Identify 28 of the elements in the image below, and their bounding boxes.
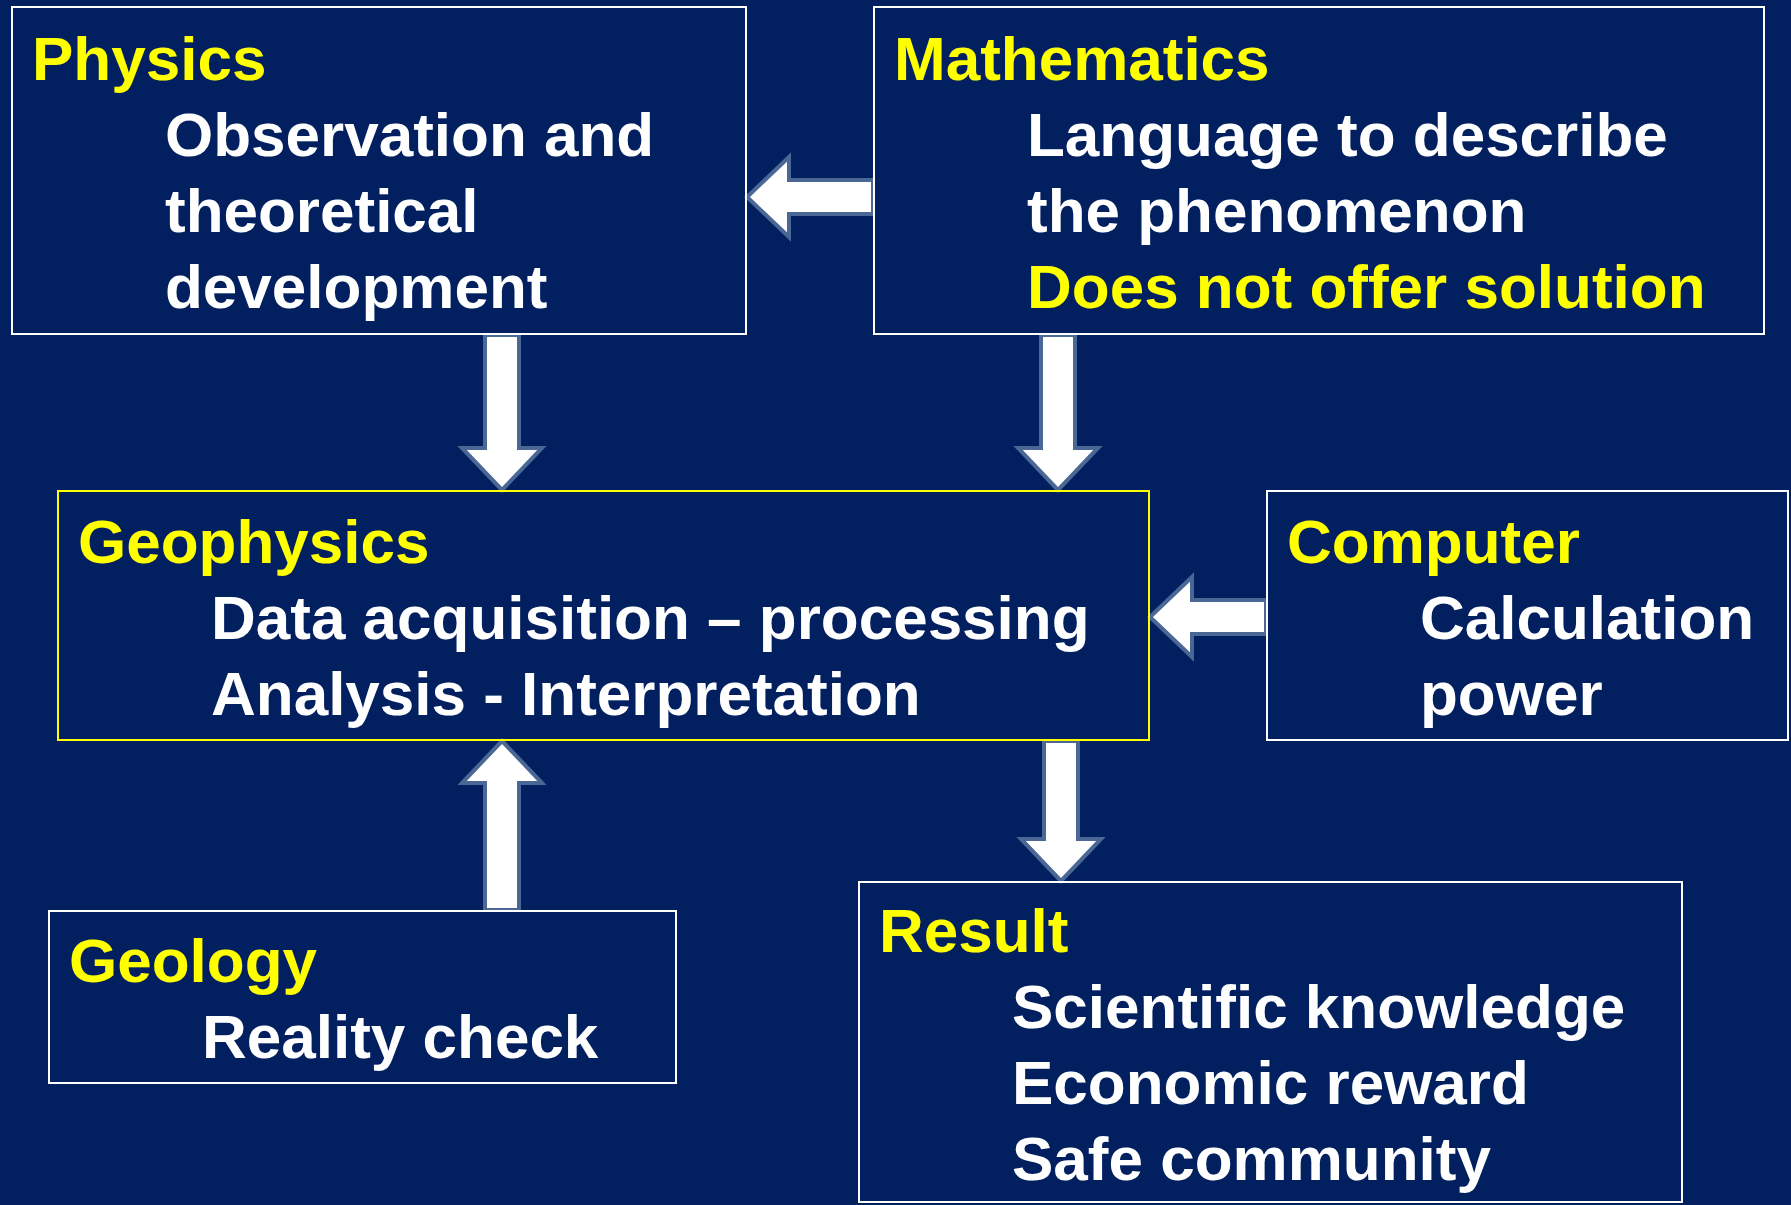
text-box bbox=[11, 6, 747, 335]
box-text: Economic reward bbox=[1012, 1047, 1530, 1119]
text-box bbox=[48, 910, 677, 1084]
box-heading: Computer bbox=[1287, 506, 1580, 578]
box-text: Language to describe the phenomenon bbox=[1027, 99, 1669, 247]
block-arrow bbox=[744, 152, 875, 242]
box-text: Scientific knowledge bbox=[1012, 971, 1627, 1043]
box-heading: Geophysics bbox=[78, 506, 430, 578]
box-heading: Result bbox=[879, 895, 1069, 967]
text-box bbox=[1266, 490, 1789, 741]
block-arrow bbox=[1147, 572, 1268, 662]
text-box bbox=[858, 881, 1683, 1203]
box-text: Data acquisition – processing bbox=[211, 582, 1091, 654]
box-heading: Mathematics bbox=[894, 23, 1270, 95]
block-arrow bbox=[457, 333, 547, 493]
text-box bbox=[57, 490, 1150, 741]
box-heading: Physics bbox=[32, 23, 267, 95]
block-arrow bbox=[1013, 333, 1103, 493]
text-box bbox=[873, 6, 1765, 335]
block-arrow bbox=[457, 738, 547, 912]
box-text: Observation and theoretical development bbox=[165, 99, 656, 323]
box-text: Safe community bbox=[1012, 1123, 1492, 1195]
box-text: Does not offer solution bbox=[1027, 251, 1707, 323]
box-text: Analysis - Interpretation bbox=[211, 658, 922, 730]
box-text: Calculation power bbox=[1420, 582, 1756, 730]
block-arrow bbox=[1016, 739, 1106, 884]
box-text: Reality check bbox=[202, 1001, 600, 1073]
box-heading: Geology bbox=[69, 925, 318, 997]
